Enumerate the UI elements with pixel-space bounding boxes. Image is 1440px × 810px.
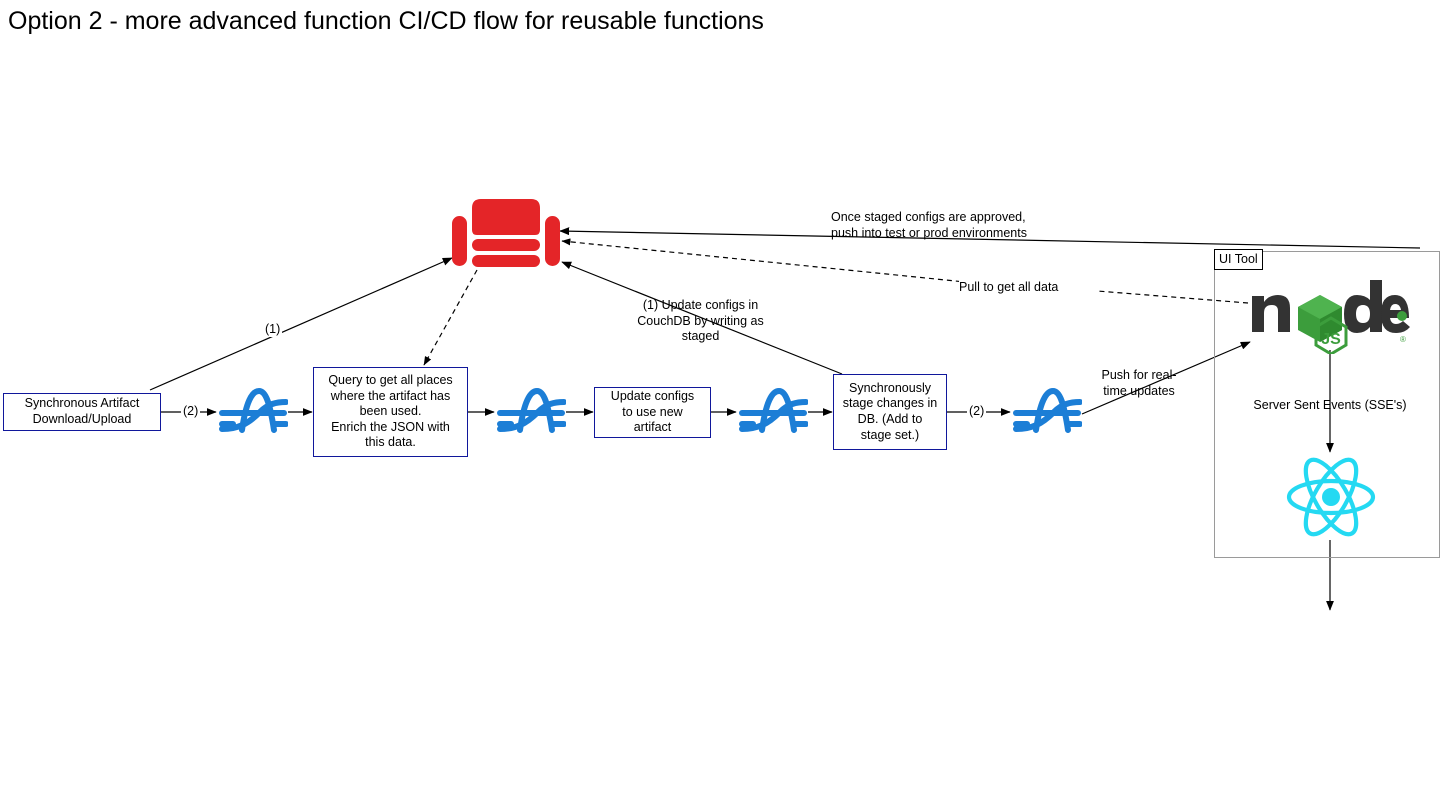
react-logo-icon — [1286, 456, 1376, 538]
couchdb-icon — [452, 198, 560, 268]
svg-text:JS: JS — [1321, 331, 1341, 348]
openfaas-function-icon-1 — [218, 384, 289, 438]
annotation-update-couchdb: (1) Update configs in CouchDB by writing… — [637, 298, 764, 344]
node-query-artifact-usage[interactable]: Query to get all places where the artifa… — [313, 367, 468, 457]
annotation-approved-push: Once staged configs are approved, push i… — [831, 210, 1027, 240]
annotation-pull-all-data: Pull to get all data — [959, 280, 1099, 296]
annotation-push-realtime: Push for real- time updates — [1101, 368, 1177, 398]
svg-text:®: ® — [1400, 335, 1406, 344]
ui-tool-label: UI Tool — [1214, 249, 1263, 270]
node-update-configs[interactable]: Update configs to use new artifact — [594, 387, 711, 438]
edge-label-two-artifact: (2) — [181, 404, 201, 419]
node-synchronous-artifact[interactable]: Synchronous Artifact Download/Upload — [3, 393, 161, 431]
edge-fn4-to-node — [1081, 341, 1251, 415]
edge-artifact-to-couchdb — [149, 257, 453, 391]
edge-label-two-stage: (2) — [967, 404, 987, 419]
nodejs-logo-icon: JS ® — [1250, 280, 1412, 356]
openfaas-function-icon-4 — [1012, 384, 1083, 438]
openfaas-function-icon-2 — [496, 384, 567, 438]
edge-pull-all-data-dashed — [561, 238, 1249, 304]
sse-label: Server Sent Events (SSE's) — [1253, 398, 1407, 412]
node-stage-changes[interactable]: Synchronously stage changes in DB. (Add … — [833, 374, 947, 450]
edge-stage-to-couchdb — [561, 261, 843, 375]
edge-approved-to-couchdb — [559, 227, 1421, 249]
openfaas-function-icon-3 — [738, 384, 809, 438]
page-title: Option 2 - more advanced function CI/CD … — [8, 7, 764, 35]
edge-couchdb-to-query-dashed — [423, 269, 478, 366]
edge-label-one-left: (1) — [263, 322, 283, 337]
